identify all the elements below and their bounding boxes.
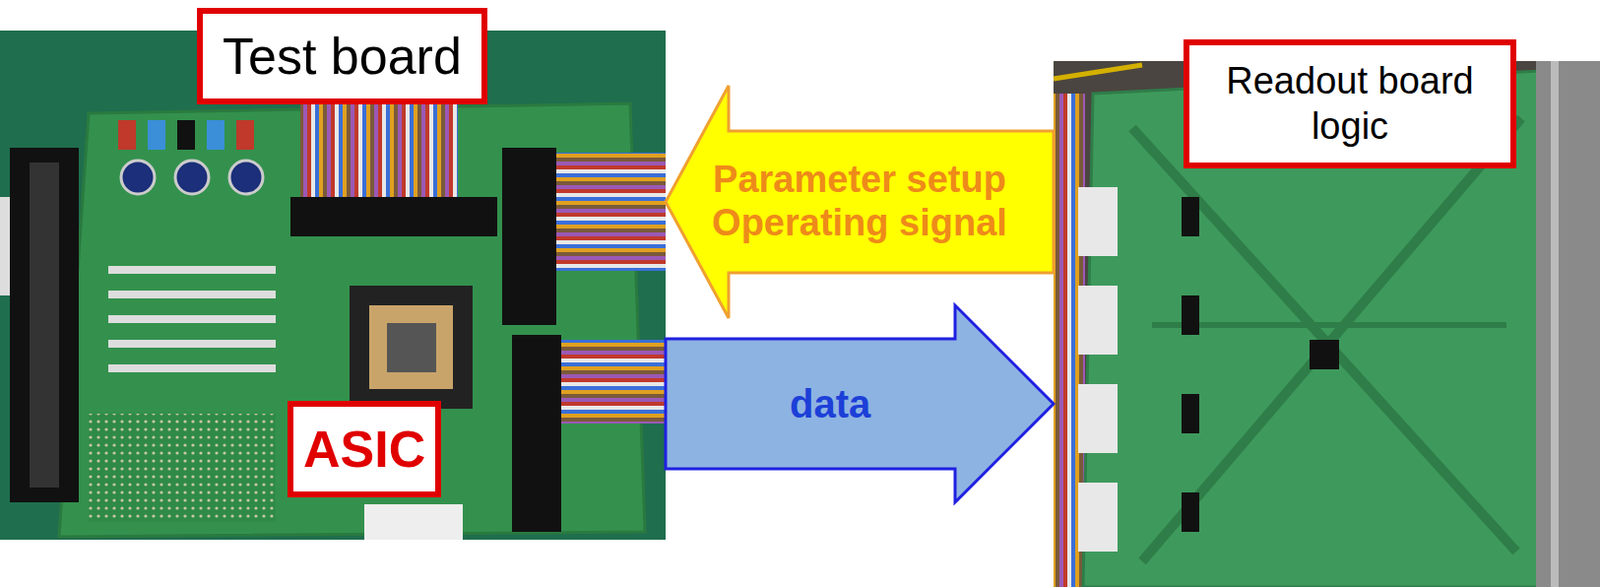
pin-header	[108, 290, 276, 299]
bottom-connector	[364, 504, 463, 540]
work-mat	[0, 30, 666, 540]
pin-header	[108, 339, 276, 348]
chip-package	[369, 305, 453, 389]
chip-label: ASIC	[287, 400, 442, 498]
connector-slot	[29, 162, 60, 488]
board-connector	[1078, 187, 1118, 256]
node-title: Readout board logic	[1199, 59, 1501, 149]
jumper-block	[177, 120, 195, 150]
edge-connector	[9, 147, 79, 503]
board-connector	[1078, 482, 1118, 552]
edge-label: data	[789, 381, 871, 427]
ribbon-cable	[551, 339, 666, 424]
capacitor	[121, 160, 155, 194]
edge-label: Parameter setup Operating signal	[692, 158, 1027, 245]
jumper-block	[118, 120, 136, 150]
label-box: Readout board logic	[1183, 39, 1517, 169]
crate-rail	[1536, 61, 1600, 587]
jumper-block	[236, 120, 255, 150]
crate-rail	[1550, 61, 1559, 587]
side-connector	[502, 147, 557, 325]
capacitor	[175, 160, 209, 194]
ic-chip	[1181, 492, 1200, 532]
chip-die	[386, 322, 437, 373]
chip-socket	[349, 285, 473, 409]
top-connector	[290, 196, 498, 237]
pcb-trace	[1142, 118, 1522, 562]
jumper-block	[147, 120, 166, 150]
pcb-trace	[1152, 321, 1507, 328]
label-box: Test board	[196, 7, 488, 105]
node-title: ASIC	[303, 418, 426, 480]
side-connector	[512, 334, 562, 532]
capacitor	[229, 160, 263, 194]
proto-area	[88, 413, 276, 522]
ribbon-cable	[551, 152, 666, 271]
node-title: Test board	[222, 25, 462, 87]
ic-chip	[1181, 393, 1200, 434]
fpga-chip	[1309, 339, 1340, 370]
board-connector	[1078, 384, 1118, 453]
coax-cable	[1053, 64, 1143, 79]
ic-chip	[1181, 295, 1200, 335]
block-arrow	[665, 305, 1054, 503]
photo-panel: Readout board logic	[1053, 61, 1600, 587]
photo-panel: Test boardASIC	[0, 30, 666, 540]
board-connector	[1078, 285, 1118, 355]
jumper-block	[206, 120, 225, 150]
pin-header	[108, 315, 276, 323]
ic-chip	[1181, 196, 1200, 237]
pin-header	[108, 265, 276, 274]
block-arrow	[665, 85, 1054, 319]
pin-header	[108, 364, 276, 373]
